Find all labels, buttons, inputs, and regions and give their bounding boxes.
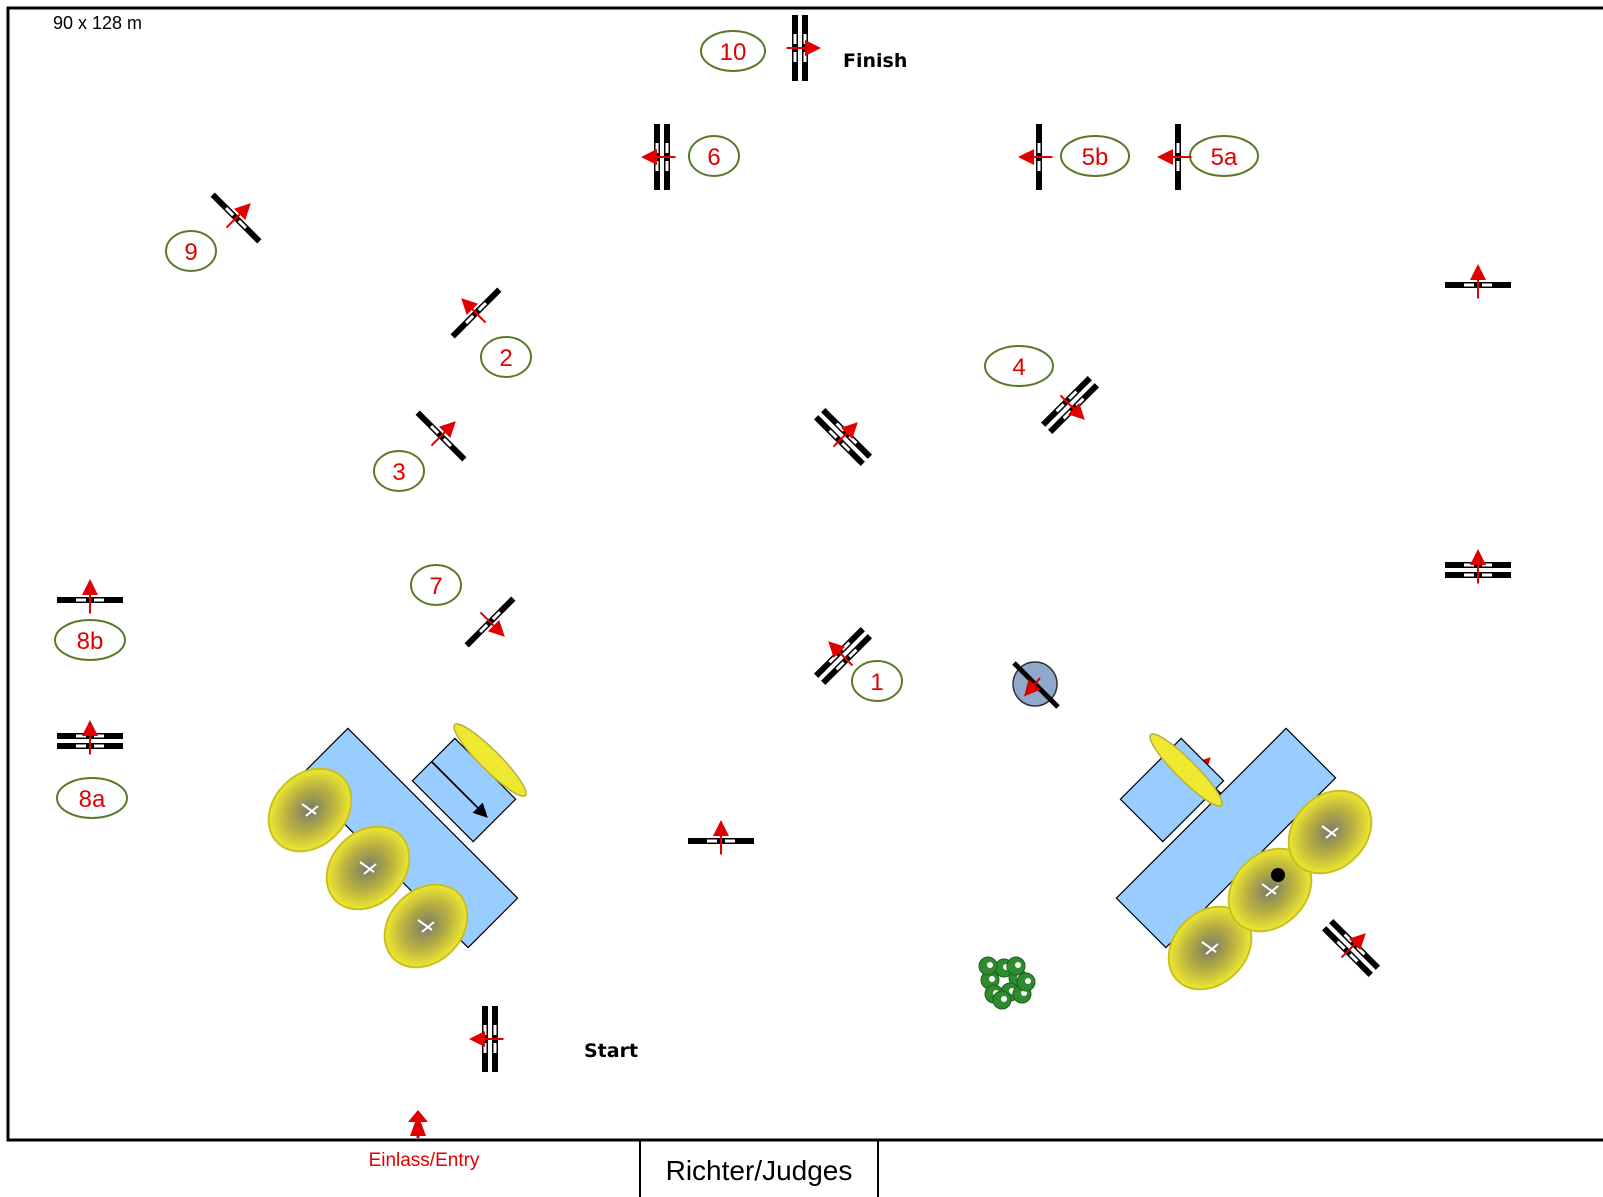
jump-3 [415, 410, 467, 462]
svg-text:5b: 5b [1082, 144, 1109, 171]
start-label: Start [584, 1040, 638, 1062]
judges-box [639, 1140, 879, 1197]
svg-text:9: 9 [184, 239, 197, 266]
jump-5b [1018, 124, 1053, 190]
hedge-icon [325, 825, 411, 911]
direction-arrow-icon [1340, 933, 1366, 959]
obstacle-number-8b: 8b [54, 619, 126, 661]
jump-2 [450, 287, 502, 339]
svg-text:8b: 8b [77, 628, 104, 655]
jump-start [469, 1006, 504, 1072]
svg-text:4: 4 [1012, 354, 1025, 381]
obstacle-number-5a: 5a [1189, 135, 1259, 177]
svg-text:7: 7 [429, 573, 442, 600]
jump-center [688, 820, 754, 855]
water-direction-arrow [431, 761, 488, 818]
hedges-layer [267, 723, 1373, 991]
judges-label: Richter/Judges [666, 1155, 853, 1186]
water-jump-right-small [1119, 737, 1225, 843]
hedge-icon [453, 723, 527, 797]
hedge-icon [383, 883, 469, 969]
hedge-icon [267, 767, 353, 853]
jump-right-mid [1445, 549, 1511, 584]
obstacle-number-3: 3 [373, 450, 425, 492]
marker-dot [1271, 868, 1285, 882]
jump-6 [641, 124, 676, 190]
svg-text:3: 3 [392, 459, 405, 486]
direction-arrow-icon [479, 611, 505, 637]
jump-8a [57, 720, 123, 755]
jump-right-top [1445, 264, 1511, 299]
obstacle-number-2: 2 [480, 336, 532, 378]
jump-5a [1157, 124, 1192, 190]
obstacle-number-10: 10 [700, 30, 766, 72]
svg-text:10: 10 [720, 39, 747, 66]
jump-4 [1041, 376, 1099, 434]
svg-text:8a: 8a [79, 786, 106, 813]
direction-arrow-icon [461, 298, 487, 324]
jump-mid [814, 408, 872, 466]
arena-border [6, 6, 1603, 1142]
jump-9 [210, 192, 262, 244]
direction-arrow-icon [832, 422, 858, 448]
svg-text:2: 2 [499, 345, 512, 372]
direction-arrow-icon [1059, 394, 1085, 420]
obstacle-number-9: 9 [165, 230, 217, 272]
jump-10-finish [786, 15, 821, 81]
bush-icon [978, 956, 1036, 1010]
obstacle-number-1: 1 [851, 660, 903, 702]
hedge-icon [1287, 789, 1373, 875]
jump-right-bottom [1322, 919, 1380, 977]
direction-arrow-icon [225, 203, 251, 229]
entry-label: Einlass/Entry [369, 1150, 480, 1171]
barrel-obstacle [1012, 661, 1060, 709]
entry-marker [408, 1110, 428, 1138]
finish-label: Finish [843, 50, 907, 72]
direction-arrow-icon [828, 641, 854, 667]
jump-7 [464, 596, 516, 648]
obstacle-number-5b: 5b [1060, 135, 1130, 177]
svg-text:6: 6 [707, 144, 720, 171]
jump-1 [814, 627, 872, 685]
svg-text:1: 1 [870, 669, 883, 696]
hedge-icon [1149, 733, 1223, 807]
dimensions-label: 90 x 128 m [53, 13, 142, 33]
jump-8b [57, 579, 123, 614]
obstacle-number-6: 6 [688, 135, 740, 177]
obstacle-number-7: 7 [410, 564, 462, 606]
obstacle-number-4: 4 [984, 345, 1054, 387]
obstacle-number-8a: 8a [56, 777, 128, 819]
svg-text:5a: 5a [1211, 144, 1238, 171]
direction-arrow-icon [430, 421, 456, 447]
